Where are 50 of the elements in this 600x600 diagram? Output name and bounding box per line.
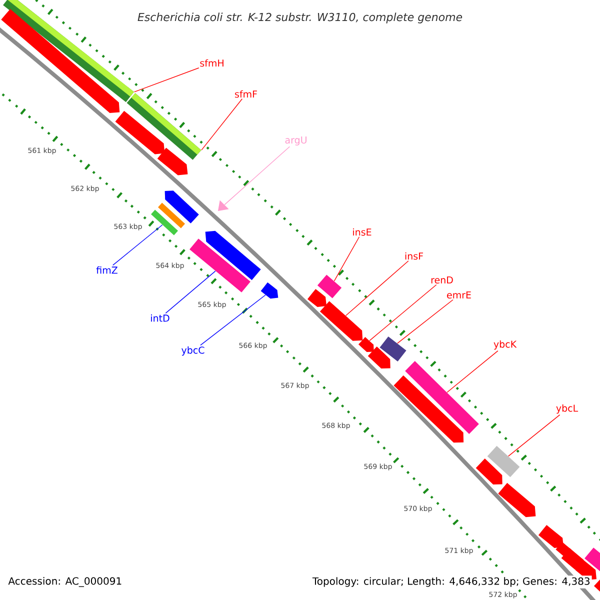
gene-label: insE: [353, 228, 372, 236]
gene-feature: [476, 458, 502, 484]
gene-label: ybcL: [556, 404, 578, 414]
gene-feature: [157, 148, 188, 176]
gene-feature: [205, 230, 261, 280]
gene-feature: [307, 288, 327, 308]
gene-label: sfmH: [200, 59, 224, 67]
gene-feature: [394, 375, 464, 443]
gene-feature: [1, 8, 120, 114]
leader-line: [134, 68, 200, 92]
leader-line: [165, 270, 216, 314]
gene-feature: [164, 190, 199, 224]
gene-label: ybcC: [182, 346, 204, 356]
leader-line: [334, 236, 360, 282]
leader-line: [446, 350, 498, 393]
gene-feature: [380, 336, 406, 362]
gene-feature: [151, 210, 178, 236]
leader-line: [224, 146, 290, 206]
leader-line: [508, 414, 560, 457]
gene-feature: [260, 282, 278, 299]
gene-feature: [320, 301, 363, 341]
gene-marker: [218, 200, 229, 212]
gene-feature: [498, 482, 536, 518]
gene-feature: [115, 110, 165, 154]
gene-label: fimZ: [96, 266, 118, 274]
gene-label: ybcK: [494, 340, 517, 350]
gene-label: insF: [405, 252, 423, 260]
gene-label: sfmF: [235, 90, 257, 98]
genome-info-text: Topology: circular; Length: 4,646,332 bp; Genes: 4,383: [310, 576, 592, 588]
gene-feature: [487, 446, 520, 478]
leader-line: [345, 260, 409, 316]
gene-label: emrE: [447, 291, 471, 299]
gene-feature: [368, 346, 390, 369]
leader-line: [397, 299, 454, 344]
leader-line: [201, 98, 242, 150]
leader-line: [369, 284, 437, 342]
leader-line: [200, 294, 266, 346]
gene-label: renD: [431, 276, 453, 284]
gene-feature: [358, 337, 374, 352]
gene-feature: [190, 238, 250, 292]
gene-label: argU: [285, 136, 306, 146]
gene-feature: [405, 361, 479, 434]
gene-feature: [158, 202, 185, 228]
gene-label: intD: [151, 314, 170, 322]
gene-feature: [584, 548, 600, 574]
accession-text: Accession: AC_000091: [8, 577, 122, 587]
title: Escherichia coli str. K-12 substr. W3110, complete genome: [138, 12, 462, 24]
leader-line: [112, 224, 163, 266]
gene-feature: [538, 525, 564, 548]
gene-feature: [317, 274, 342, 298]
